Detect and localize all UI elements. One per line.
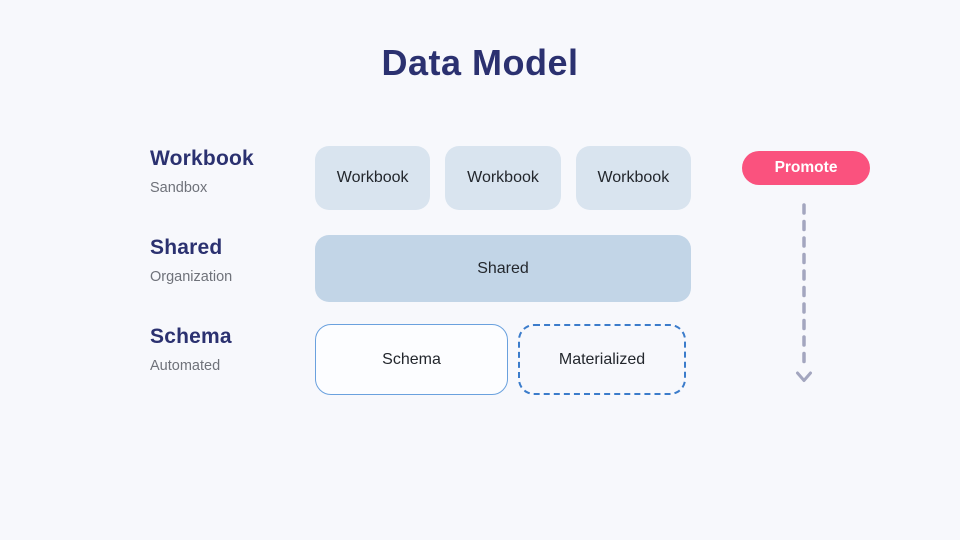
schema-boxes: Schema Materialized: [315, 324, 691, 395]
dashed-down-arrow-icon: [796, 203, 812, 382]
row-workbook: Workbook Sandbox Workbook Workbook Workb…: [0, 146, 960, 210]
row-label-workbook: Workbook: [150, 147, 254, 170]
row-workbook-labels: Workbook Sandbox: [150, 147, 310, 196]
page-title: Data Model: [381, 42, 579, 83]
row-sublabel-automated: Automated: [150, 358, 221, 374]
row-schema: Schema Automated Schema Materialized: [0, 324, 960, 395]
workbook-box: Workbook: [315, 146, 431, 210]
row-sublabel-organization: Organization: [150, 269, 233, 285]
row-sublabel-sandbox: Sandbox: [150, 180, 208, 196]
schema-box: Schema: [315, 324, 508, 395]
row-shared-labels: Shared Organization: [150, 236, 310, 285]
workbook-box: Workbook: [445, 146, 561, 210]
shared-boxes: Shared: [315, 235, 691, 302]
promote-button[interactable]: Promote: [742, 151, 870, 185]
shared-box: Shared: [315, 235, 691, 302]
workbook-boxes: Workbook Workbook Workbook: [315, 146, 691, 210]
row-label-shared: Shared: [150, 236, 223, 259]
row-shared: Shared Organization Shared: [0, 235, 960, 302]
row-schema-labels: Schema Automated: [150, 325, 310, 374]
row-label-schema: Schema: [150, 325, 232, 348]
materialized-box: Materialized: [518, 324, 686, 395]
workbook-box: Workbook: [575, 146, 691, 210]
